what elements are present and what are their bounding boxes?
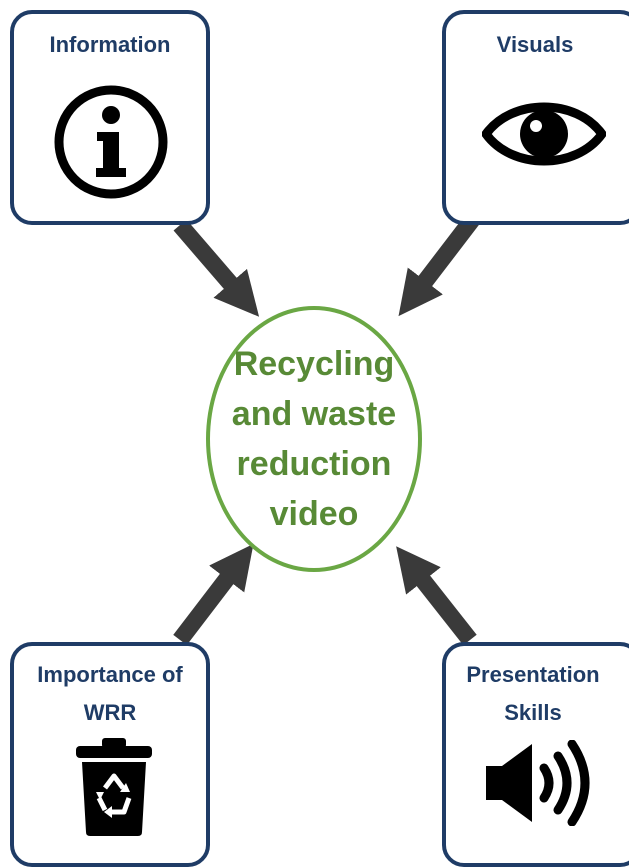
information-node: Information: [10, 10, 210, 225]
visuals-title: Visuals: [496, 32, 574, 57]
eye-icon: [482, 102, 606, 166]
visuals-node: Visuals: [442, 10, 629, 225]
speaker-icon: [486, 740, 590, 826]
presentation-node: Presentation Skills: [442, 642, 629, 867]
presentation-title: Presentation Skills: [466, 662, 600, 725]
information-title: Information: [49, 32, 171, 57]
arrow-presentation-to-center: [396, 546, 477, 646]
arrow-information-to-center: [173, 219, 260, 317]
central-topic-label: Recycling and waste reduction video: [231, 345, 397, 533]
central-topic: Recycling and waste reduction video: [206, 306, 422, 572]
arrow-visuals-to-center: [398, 214, 479, 317]
recycle-bin-icon: [76, 738, 152, 836]
importance-title: Importance of WRR: [37, 662, 183, 725]
importance-node: Importance of WRR: [10, 642, 210, 867]
arrow-importance-to-center: [173, 543, 254, 646]
info-icon: [54, 85, 168, 199]
